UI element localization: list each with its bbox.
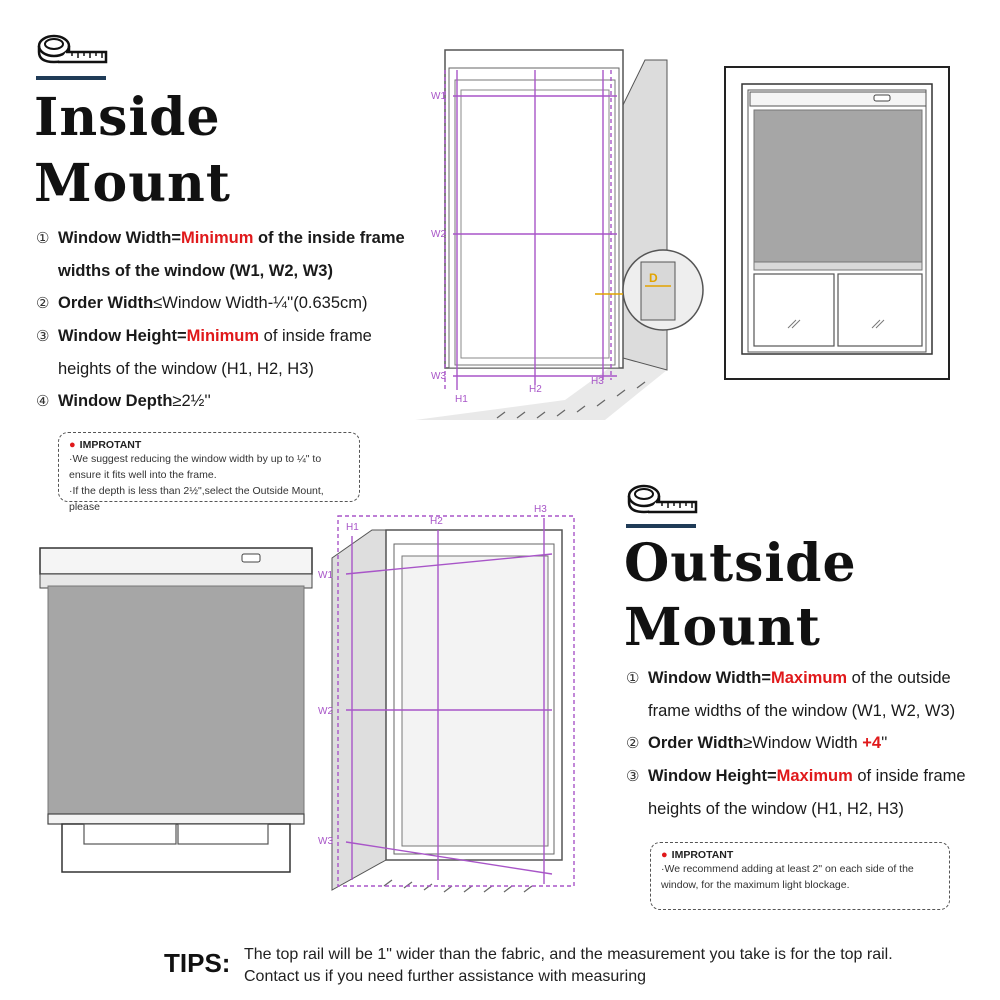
label-w3: W3 (318, 836, 333, 847)
inside-title-line2: Mount (34, 153, 231, 214)
inside-step-3-cont: heights of the window (H1, H2, H3) (58, 360, 314, 378)
label-d: D (649, 271, 658, 285)
note-title: IMPROTANT (79, 439, 142, 451)
label-w2: W2 (318, 706, 333, 717)
label-w2: W2 (431, 229, 446, 240)
outside-step-3-cont: heights of the window (H1, H2, H3) (648, 800, 904, 818)
inside-window-diagram: W1 W2 W3 H1 H2 H3 D (405, 40, 715, 430)
outside-window-diagram: W1 W2 W3 H1 H2 H3 (312, 500, 602, 910)
note-line: ensure it fits well into the frame. (69, 469, 217, 481)
label-h1: H1 (346, 522, 359, 533)
inside-step-1-cont: widths of the window (W1, W2, W3) (58, 262, 333, 280)
title-rule (626, 524, 696, 528)
label-w3: W3 (431, 371, 446, 382)
bullet-dot-icon: ● (661, 849, 668, 861)
bullet-dot-icon: ● (69, 439, 76, 451)
inside-important-note: ●IMPROTANT ·We suggest reducing the wind… (58, 432, 360, 513)
tips-line-1: The top rail will be 1" wider than the f… (244, 946, 893, 963)
outside-title-line2: Mount (624, 597, 821, 658)
label-w1: W1 (431, 91, 446, 102)
tips-line-2: Contact us if you need further assistanc… (244, 968, 646, 985)
inside-shade-illustration (724, 66, 950, 380)
outside-step-1-cont: frame widths of the window (W1, W2, W3) (648, 702, 956, 720)
label-h3: H3 (591, 376, 604, 387)
note-line: window, for the maximum light blockage. (661, 879, 850, 891)
outside-title-line1: Outside (624, 533, 857, 594)
note-line: ·We suggest reducing the window width by… (69, 453, 322, 465)
outside-shade-illustration (36, 546, 316, 876)
tips-body: The top rail will be 1" wider than the f… (244, 944, 964, 988)
outside-important-note: ●IMPROTANT ·We recommend adding at least… (650, 842, 950, 910)
tape-measure-icon (36, 26, 108, 66)
note-title: IMPROTANT (671, 849, 734, 861)
label-h1: H1 (455, 394, 468, 405)
label-h2: H2 (430, 516, 443, 527)
tape-measure-icon (626, 476, 698, 516)
note-line: ·If the depth is less than 2½",select th… (69, 485, 324, 513)
title-rule (36, 76, 106, 80)
tips-label: TIPS: (164, 948, 231, 978)
label-w1: W1 (318, 570, 333, 581)
label-h2: H2 (529, 384, 542, 395)
inside-title-line1: Inside (34, 87, 221, 148)
label-h3: H3 (534, 504, 547, 515)
note-line: ·We recommend adding at least 2" on each… (661, 863, 914, 875)
